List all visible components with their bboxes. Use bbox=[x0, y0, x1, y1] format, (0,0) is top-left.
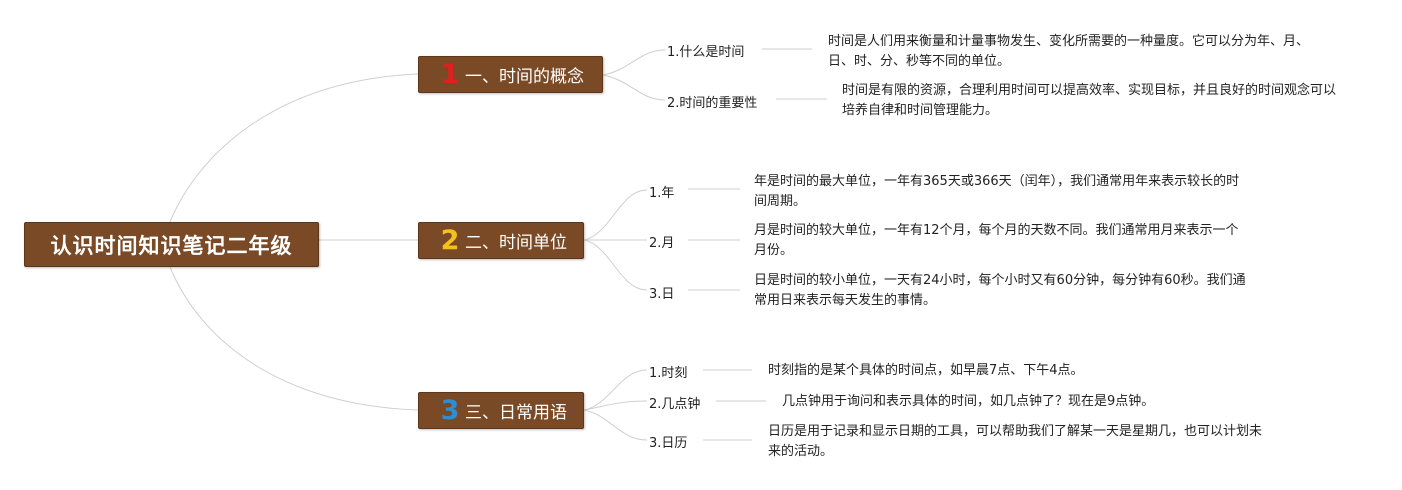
s1-branch-2 bbox=[602, 74, 666, 101]
s2-branch-1 bbox=[583, 189, 648, 241]
s2-branch-3 bbox=[583, 239, 648, 291]
s3-branch-2 bbox=[583, 400, 648, 411]
s1-branch-1 bbox=[602, 49, 666, 76]
subtopic-3-3[interactable]: 3.日历 bbox=[649, 436, 688, 451]
subtopic-3-2[interactable]: 2.几点钟 bbox=[649, 397, 701, 412]
section-title-3: 三、日常用语 bbox=[465, 403, 567, 423]
description-1-1: 时间是人们用来衡量和计量事物发生、变化所需要的一种量度。它可以分为年、月、日、时… bbox=[828, 34, 1310, 69]
subtopic-2-2[interactable]: 2.月 bbox=[649, 236, 675, 251]
root-to-section-1-line bbox=[169, 73, 419, 223]
section-number-3: 3 bbox=[440, 395, 460, 426]
root-title: 认识时间知识笔记二年级 bbox=[50, 233, 293, 258]
section-title-2: 二、时间单位 bbox=[465, 233, 567, 253]
root-to-section-3-line bbox=[169, 266, 419, 411]
s3-branch-3 bbox=[583, 409, 648, 441]
s3-branch-1 bbox=[583, 369, 648, 411]
description-3-2: 几点钟用于询问和表示具体的时间，如几点钟了？现在是9点钟。 bbox=[782, 394, 1155, 409]
subtopic-2-1[interactable]: 1.年 bbox=[649, 186, 675, 201]
section-title-1: 一、时间的概念 bbox=[465, 67, 584, 87]
section-node-3[interactable]: 3 三、日常用语 bbox=[418, 392, 584, 429]
description-3-3: 日历是用于记录和显示日期的工具，可以帮助我们了解某一天是星期几，也可以计划未来的… bbox=[768, 424, 1263, 459]
subtopic-2-3[interactable]: 3.日 bbox=[649, 287, 675, 302]
description-1-2: 时间是有限的资源，合理利用时间可以提高效率、实现目标，并且良好的时间观念可以培养… bbox=[842, 83, 1337, 118]
section-number-1: 1 bbox=[440, 59, 460, 90]
root-node[interactable]: 认识时间知识笔记二年级 bbox=[24, 222, 319, 267]
description-2-2: 月是时间的较大单位，一年有12个月，每个月的天数不同。我们通常用月来表示一个月份… bbox=[754, 223, 1239, 258]
section-node-1[interactable]: 1 一、时间的概念 bbox=[418, 56, 603, 93]
section-node-2[interactable]: 2 二、时间单位 bbox=[418, 222, 584, 259]
subtopic-1-2[interactable]: 2.时间的重要性 bbox=[667, 96, 758, 111]
subtopic-1-1[interactable]: 1.什么是时间 bbox=[667, 45, 745, 60]
section-number-2: 2 bbox=[440, 225, 460, 256]
subtopic-3-1[interactable]: 1.时刻 bbox=[649, 366, 688, 381]
description-3-1: 时刻指的是某个具体的时间点，如早晨7点、下午4点。 bbox=[768, 363, 1084, 378]
description-2-1: 年是时间的最大单位，一年有365天或366天（闰年），我们通常用年来表示较长的时… bbox=[754, 174, 1240, 209]
description-2-3: 日是时间的较小单位，一天有24小时，每个小时又有60分钟，每分钟有60秒。我们通… bbox=[754, 273, 1246, 308]
